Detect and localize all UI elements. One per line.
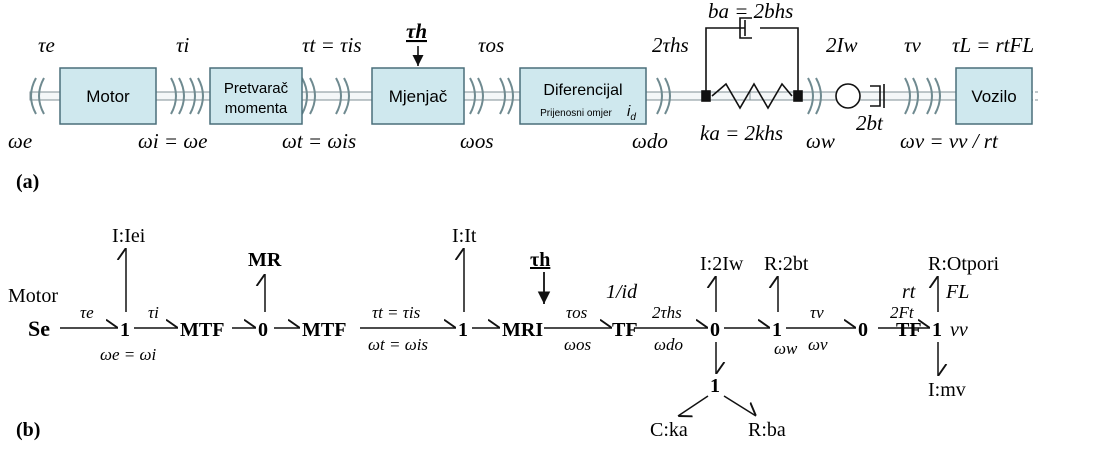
mtf-2: MTF [302,319,346,341]
tau-os-label: τos [478,33,504,57]
bond-omega-v: ωv [808,335,828,354]
bt-label: 2bt [856,111,884,135]
bond-tau-i: τi [148,303,159,322]
junction-1-c: 1 [772,319,782,341]
bond-omega-w: ωw [774,339,798,358]
tau-e-label: τe [38,33,55,57]
omega-i-label: ωi = ωe [138,129,207,153]
tau-i-label: τi [176,33,190,57]
panel-a: Motor Pretvarač momenta Mjenjač Diferenc… [8,0,1040,193]
omega-t-label: ωt = ωis [282,129,356,153]
bond-omega-e: ωe = ωi [100,345,157,364]
spring-label: ka = 2khs [700,121,783,145]
rt-label: rt [902,281,916,303]
torque-converter-label-2: momenta [225,100,288,117]
FL-label: FL [945,281,969,303]
junction-0-c: 0 [858,319,868,341]
damper-label: ba = 2bhs [708,0,793,23]
inertia-mv: I:mv [928,379,966,401]
resistor-ba: R:ba [748,419,786,441]
bond-omega-t: ωt = ωis [368,335,428,354]
torque-converter-block [209,67,303,125]
differential-label: Diferencijal [543,82,622,99]
wheel-damper [870,84,885,108]
motor-block [59,67,157,125]
tau-hs-label: 2τhs [652,33,689,57]
torque-converter-label-1: Pretvarač [224,80,289,97]
differential-block [519,67,647,125]
differential-ratio-symbol: id [627,103,636,123]
mr-element: MR [248,249,282,271]
vehicle-label: Vozilo [971,87,1016,106]
gearbox-block [371,67,465,125]
bond-omega-do: ωdo [654,335,683,354]
junction-1-a: 1 [120,319,130,341]
bond-omega-os: ωos [564,335,592,354]
junction-1-lower: 1 [710,375,720,397]
mtf-1: MTF [180,319,224,341]
motor-label: Motor [86,87,130,106]
effort-source: Se [28,316,50,341]
omega-e-label: ωe [8,129,32,153]
omega-os-label: ωos [460,129,494,153]
bond-tau-t: τt = τis [372,303,421,322]
tau-v-label: τv [904,33,922,57]
omega-do-label: ωdo [632,129,668,153]
inertia-2Iw: I:2Iw [700,253,744,275]
bond-Ft: 2Ft [890,303,915,322]
resistor-otpori: R:Otpori [928,253,1000,275]
omega-w-label: ωw [806,129,835,153]
omega-v-label: ωv = vv / rt [900,129,999,153]
bond-tau-e: τe [80,303,94,322]
tau-h-label: τh [406,19,427,43]
spring-damper [701,17,803,110]
vertical-bonds [126,248,938,416]
bond-tau-os: τos [566,303,588,322]
differential-ratio-label: Prijenosni omjer [540,108,612,119]
junction-0-a: 0 [258,319,268,341]
junction-0-b: 0 [710,319,720,341]
bond-tau-v: τv [810,303,824,322]
tf-1: TF [612,319,638,341]
gearbox-label: Mjenjač [389,87,448,106]
junction-1-b: 1 [458,319,468,341]
wheel-inertia [835,83,861,109]
vv-label: vv [950,319,968,341]
tf-2: TF [896,319,922,341]
panel-a-label: (a) [16,171,39,193]
inertia-t: I:It [452,225,477,247]
inertia-ei: I:Iei [112,225,146,247]
capacitor-ka: C:ka [650,419,688,441]
panel-b-label: (b) [16,419,40,441]
tau-t-label: τt = τis [302,33,362,57]
mri: MRI [502,319,543,341]
tau-h-input: τh [530,249,550,271]
rotation-arrows [30,77,941,115]
motor-title: Motor [8,285,58,307]
Iw-label: 2Iw [826,33,858,57]
resistor-2bt: R:2bt [764,253,809,275]
vehicle-block [955,67,1033,125]
panel-b: Motor Se 1 MTF 0 MTF 1 MRI TF 0 1 0 TF 1… [8,225,1000,441]
ratio-label: 1/id [606,281,638,303]
junction-1-d: 1 [932,319,942,341]
bond-tau-hs: 2τhs [652,303,682,322]
tau-L-label: τL = rtFL [952,33,1034,57]
